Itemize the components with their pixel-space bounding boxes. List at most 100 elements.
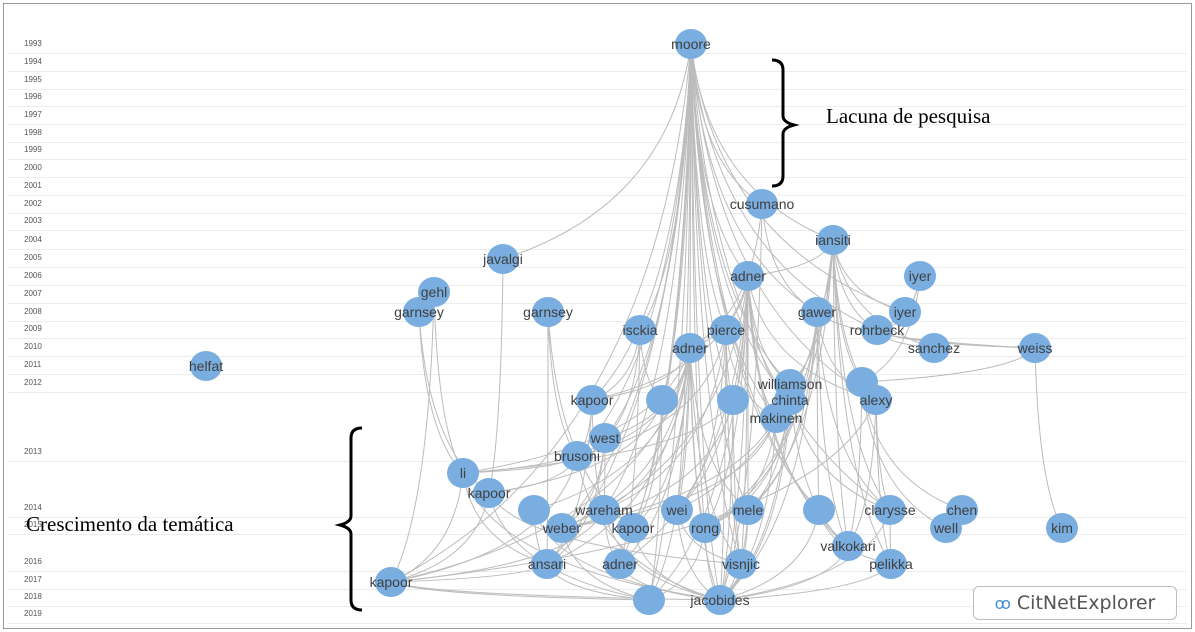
publication-node-visnjic[interactable] xyxy=(725,549,757,579)
gridline-2019 xyxy=(8,623,1187,624)
publication-node-weber[interactable] xyxy=(546,513,578,543)
gridline-1994 xyxy=(8,71,1187,72)
publication-node-moore[interactable] xyxy=(675,29,707,59)
citation-edge xyxy=(761,203,818,313)
citation-edge xyxy=(719,509,891,601)
citation-edge xyxy=(390,492,490,583)
publication-node-well[interactable] xyxy=(930,513,962,543)
node-label-wei: wei xyxy=(665,502,687,518)
publication-node-rong[interactable] xyxy=(689,513,721,543)
publication-node-pelikka[interactable] xyxy=(875,549,907,579)
publication-node-adner2016[interactable] xyxy=(604,549,636,579)
node-label-cusumano: cusumano xyxy=(730,196,795,212)
publication-node-iyer2006[interactable] xyxy=(904,261,936,291)
citation-edge xyxy=(546,347,691,565)
publication-node-wareham[interactable] xyxy=(588,495,620,525)
node-label-adner2016: adner xyxy=(602,556,638,572)
publication-node-unlab4[interactable] xyxy=(518,495,550,525)
year-label-2004: 2004 xyxy=(24,235,42,244)
node-label-li: li xyxy=(460,465,466,481)
publication-node-iyer2008[interactable] xyxy=(889,297,921,327)
publication-node-clarysse[interactable] xyxy=(874,495,906,525)
publication-node-rohrbeck[interactable] xyxy=(861,315,893,345)
publication-node-adner2006[interactable] xyxy=(732,261,764,291)
gridline-2008 xyxy=(8,321,1187,322)
publication-node-kapoor2018[interactable] xyxy=(375,567,407,597)
publication-node-kapoor2014[interactable] xyxy=(473,478,505,508)
gridline-2009 xyxy=(8,338,1187,339)
publication-node-brusoni[interactable] xyxy=(561,441,593,471)
year-label-1995: 1995 xyxy=(24,75,42,84)
year-label-2002: 2002 xyxy=(24,199,42,208)
publication-node-pierce[interactable] xyxy=(710,315,742,345)
publication-node-unlab2[interactable] xyxy=(646,385,678,415)
publication-node-isckia[interactable] xyxy=(624,315,656,345)
publication-node-unlab6[interactable] xyxy=(633,585,665,615)
node-label-kapoor2018: kapoor xyxy=(370,574,413,590)
publication-node-mele[interactable] xyxy=(732,495,764,525)
publication-node-garnsey2008b[interactable] xyxy=(532,297,564,327)
year-label-2011: 2011 xyxy=(24,360,42,369)
gridline-1997 xyxy=(8,124,1187,125)
citation-edge xyxy=(690,43,742,565)
citation-edge xyxy=(689,347,749,511)
node-label-brusoni: brusoni xyxy=(554,448,600,464)
publication-node-unlab5[interactable] xyxy=(803,495,835,525)
publication-node-ansari[interactable] xyxy=(531,549,563,579)
growth-annotation: Crescimento da temática xyxy=(26,512,234,536)
publication-node-west[interactable] xyxy=(589,423,621,453)
citation-edge xyxy=(719,417,777,601)
publication-node-jacobides[interactable] xyxy=(704,585,736,615)
publication-node-iansiti[interactable] xyxy=(817,225,849,255)
citation-edge xyxy=(719,275,749,601)
year-label-2018: 2018 xyxy=(24,592,42,601)
citation-edge xyxy=(690,43,777,419)
publication-node-cusumano[interactable] xyxy=(746,189,778,219)
publication-node-valkokari[interactable] xyxy=(832,531,864,561)
node-label-ansari: ansari xyxy=(528,556,566,572)
citation-edge xyxy=(603,329,727,511)
citation-edge xyxy=(816,311,891,511)
citation-edge xyxy=(704,275,749,529)
publication-node-alexy[interactable] xyxy=(860,385,892,415)
citation-edge xyxy=(546,43,692,565)
node-label-alexy: alexy xyxy=(860,392,893,408)
citation-edge xyxy=(816,311,849,547)
publication-node-unlab3[interactable] xyxy=(717,385,749,415)
year-label-2005: 2005 xyxy=(24,253,42,262)
gap-annotation: Lacuna de pesquisa xyxy=(826,104,991,128)
citnetexplorer-logo-icon: ꝏ xyxy=(994,593,1011,613)
node-label-pelikka: pelikka xyxy=(869,556,913,572)
year-label-2007: 2007 xyxy=(24,289,42,298)
publication-node-wei[interactable] xyxy=(661,495,693,525)
node-label-moore: moore xyxy=(671,36,711,52)
citation-edge xyxy=(390,291,435,583)
citation-edge xyxy=(390,43,692,583)
publication-node-gawer[interactable] xyxy=(801,297,833,327)
publication-node-makinen[interactable] xyxy=(760,403,792,433)
publication-node-helfat[interactable] xyxy=(190,351,222,381)
node-label-makinen: makinen xyxy=(750,410,803,426)
publication-node-adner2010[interactable] xyxy=(674,333,706,363)
node-label-javalgi: javalgi xyxy=(482,251,523,267)
publication-node-li[interactable] xyxy=(447,458,479,488)
publication-node-kapoor2015[interactable] xyxy=(617,513,649,543)
citation-edge xyxy=(488,258,504,494)
publication-node-kim[interactable] xyxy=(1046,513,1078,543)
citation-edge xyxy=(546,311,549,565)
gridline-2016 xyxy=(8,571,1187,572)
publication-node-garnsey2008a[interactable] xyxy=(403,297,435,327)
gridline-2006 xyxy=(8,285,1187,286)
citation-edge xyxy=(689,347,742,565)
gridline-2007 xyxy=(8,303,1187,304)
citation-edge xyxy=(619,275,749,565)
publication-node-kapoor2012[interactable] xyxy=(576,385,608,415)
node-label-pierce: pierce xyxy=(707,322,745,338)
publication-node-javalgi[interactable] xyxy=(487,244,519,274)
publication-node-weiss[interactable] xyxy=(1019,333,1051,363)
publication-node-sanchez[interactable] xyxy=(918,333,950,363)
citation-edge xyxy=(390,399,877,583)
